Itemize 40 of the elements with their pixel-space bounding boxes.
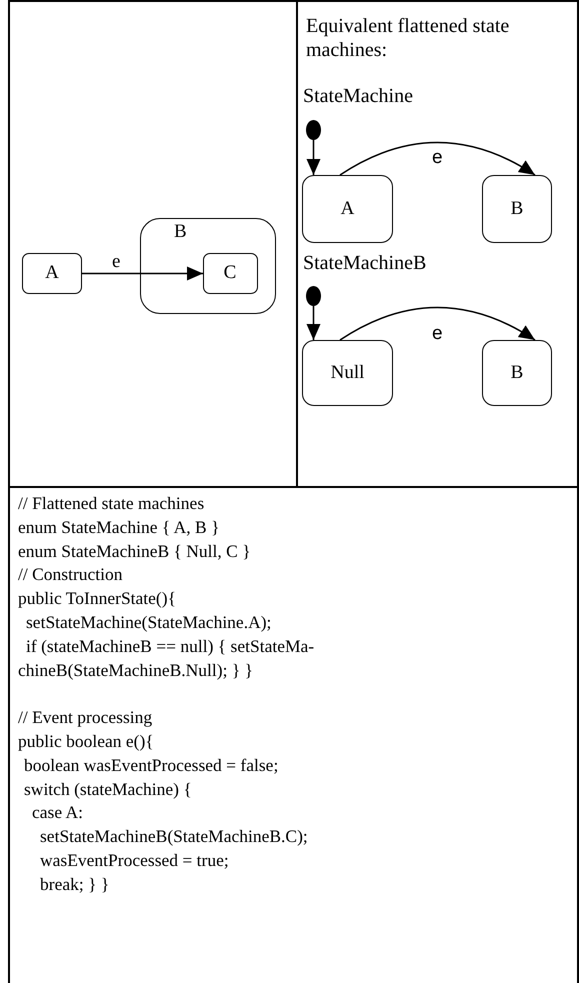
code-line: switch (stateMachine) { xyxy=(23,778,193,801)
code-line: // Event processing xyxy=(18,706,154,730)
code-line: setStateMachineB(StateMachineB.C); xyxy=(39,825,309,848)
state-name: C xyxy=(224,262,236,284)
transition-arrow xyxy=(340,306,536,341)
code-line: // Flattened state machines xyxy=(18,492,206,515)
state-box xyxy=(302,175,393,243)
state-name: A xyxy=(45,262,59,285)
state-box xyxy=(202,252,258,294)
code-line: enum StateMachine { A, B } xyxy=(18,516,220,539)
panel-heading: Equivalent flattened state machines: xyxy=(306,14,510,62)
code-line: public boolean e(){ xyxy=(18,730,155,753)
transition-arrow xyxy=(340,142,536,176)
code-line: // Construction xyxy=(18,563,124,586)
composite-state xyxy=(140,218,276,314)
transition-arrow xyxy=(306,306,320,340)
code-line: if (stateMachineB == null) { setStateMa- xyxy=(25,634,316,658)
transition-arrow xyxy=(306,140,320,175)
state-name: B xyxy=(510,362,524,384)
state-name: A xyxy=(340,198,354,220)
code-line: chineB(StateMachineB.Null); } } xyxy=(18,658,254,682)
code-line: break; } } xyxy=(39,872,110,896)
code-line: enum StateMachineB { Null, C } xyxy=(18,540,252,563)
state-box xyxy=(482,175,552,243)
state-name: Null xyxy=(330,362,364,384)
initial-state-dot xyxy=(306,120,321,140)
transition-arrow xyxy=(82,266,203,280)
code-line: public ToInnerState(){ xyxy=(18,587,177,610)
state-machine-name: StateMachine xyxy=(303,84,413,108)
state-name: B xyxy=(510,198,524,220)
initial-state-dot xyxy=(306,286,321,306)
state-machine-name: StateMachineB xyxy=(303,251,426,275)
code-line: boolean wasEventProcessed = false; xyxy=(23,754,280,777)
state-box xyxy=(22,253,82,294)
code-line: wasEventProcessed = true; xyxy=(39,848,230,872)
state-name: B xyxy=(174,221,187,244)
state-box xyxy=(302,340,393,406)
code-line: setStateMachine(StateMachine.A); xyxy=(25,610,272,634)
code-line: case A: xyxy=(31,801,84,824)
state-box xyxy=(482,340,552,406)
